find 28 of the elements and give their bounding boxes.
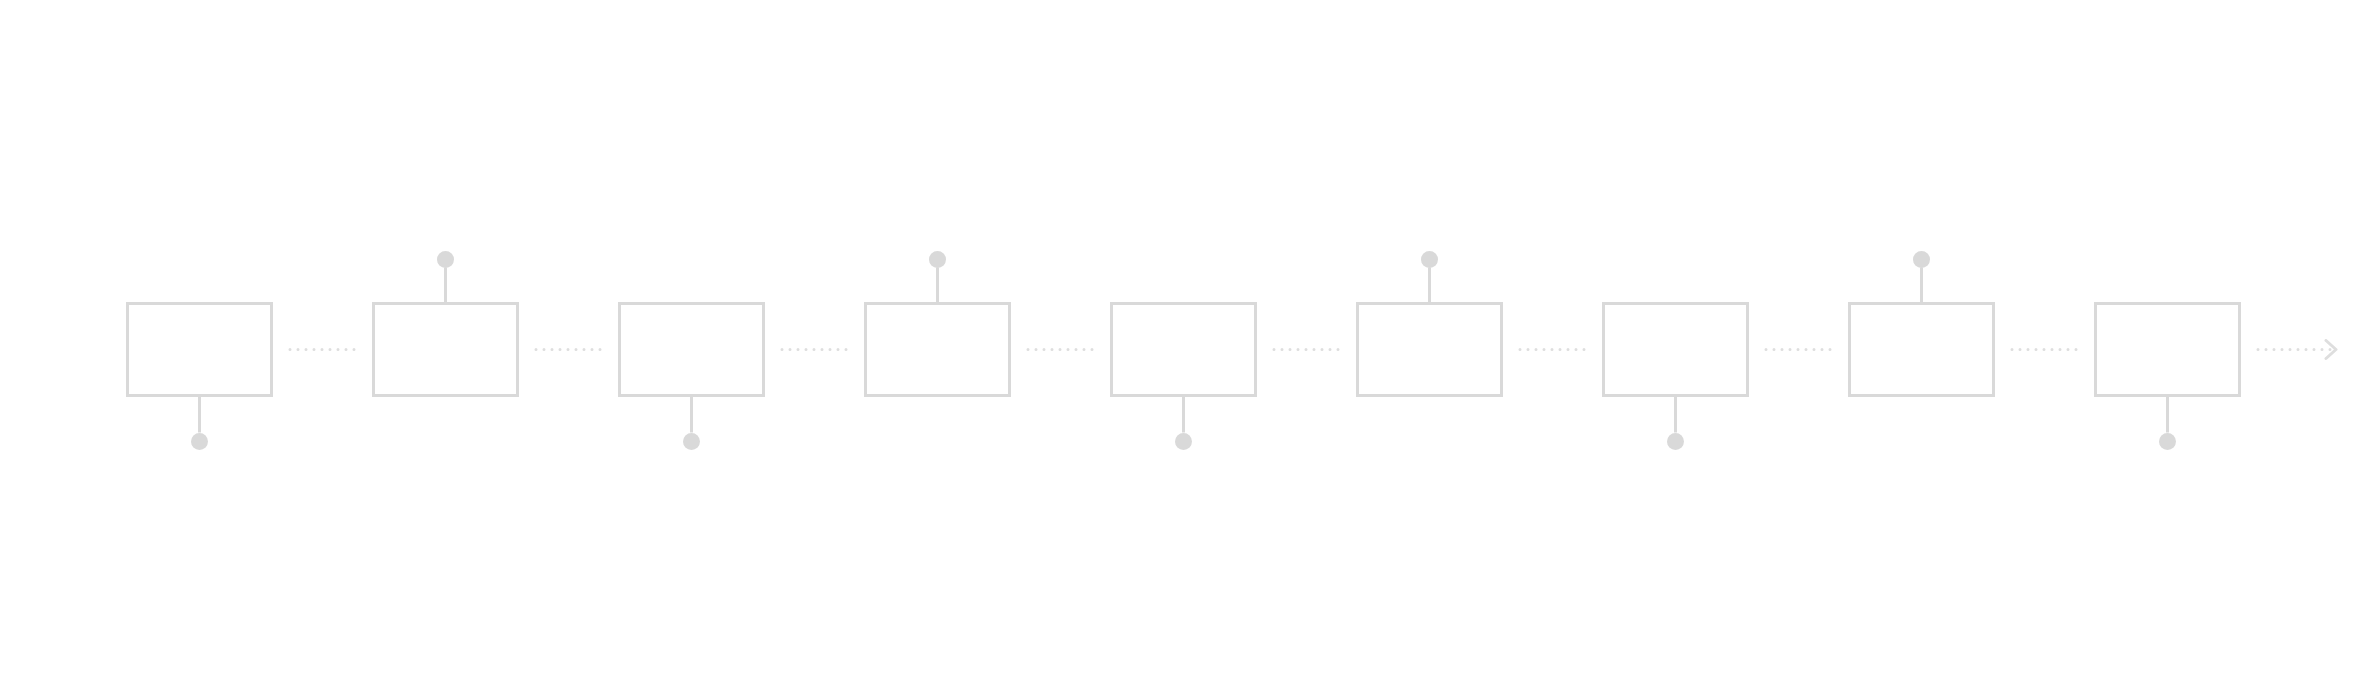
connector-line (198, 397, 201, 433)
connector-line (690, 397, 693, 433)
connector-line (444, 267, 447, 302)
marker-dot (1175, 432, 1192, 450)
timeline-box (1848, 302, 1995, 397)
marker-dot (683, 432, 700, 450)
marker-dot (2159, 432, 2176, 450)
timeline-box (618, 302, 765, 397)
timeline-box (372, 302, 519, 397)
timeline-box (2094, 302, 2241, 397)
connector-line (1428, 267, 1431, 302)
connector-line (1182, 397, 1185, 433)
marker-dot (1913, 250, 1930, 268)
timeline-box (126, 302, 273, 397)
marker-dot (929, 250, 946, 268)
dotted-arrow (2256, 339, 2338, 360)
timeline-box (1356, 302, 1503, 397)
timeline-box (1602, 302, 1749, 397)
timeline-box (864, 302, 1011, 397)
marker-dot (191, 432, 208, 450)
connector-line (1920, 267, 1923, 302)
connector-line (1674, 397, 1677, 433)
marker-dot (1667, 432, 1684, 450)
marker-dot (437, 250, 454, 268)
connector-line (936, 267, 939, 302)
connector-line (2166, 397, 2169, 433)
marker-dot (1421, 250, 1438, 268)
timeline-box (1110, 302, 1257, 397)
